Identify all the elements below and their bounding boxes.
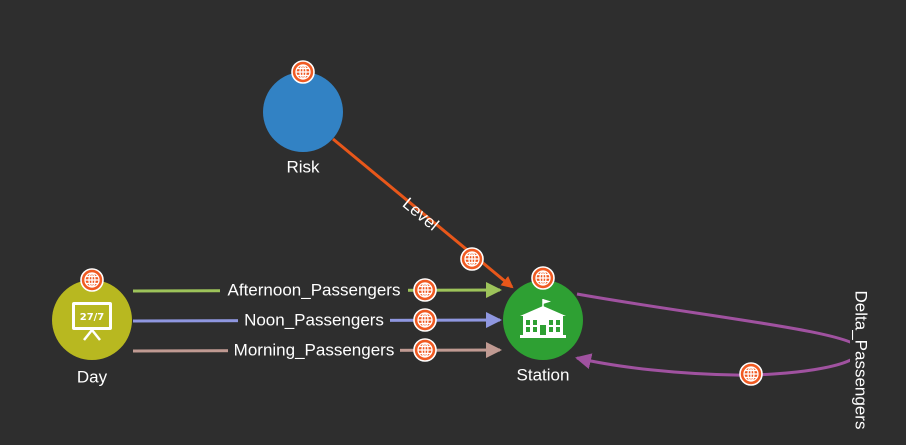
edge-morning-passengers-label: Morning_Passengers: [234, 340, 395, 359]
node-day[interactable]: 27/7 Day: [52, 268, 132, 386]
edge-delta-passengers-line[interactable]: [575, 292, 862, 377]
node-station[interactable]: Station: [503, 266, 583, 384]
edge-noon-passengers-label: Noon_Passengers: [244, 310, 384, 329]
edge-level-globe-icon[interactable]: [460, 247, 484, 271]
edge-afternoon-passengers-label: Afternoon_Passengers: [228, 280, 401, 299]
edge-noon-passengers[interactable]: Noon_Passengers: [132, 308, 502, 332]
edge-afternoon-passengers[interactable]: Afternoon_Passengers: [132, 278, 502, 302]
node-risk-globe-icon[interactable]: [291, 60, 315, 84]
calendar-board-text: 27/7: [80, 312, 105, 323]
edge-delta-passengers-globe-icon[interactable]: [739, 362, 763, 386]
edge-morning-passengers-globe-icon[interactable]: [413, 338, 437, 362]
node-station-label: Station: [517, 365, 570, 384]
edge-level[interactable]: Level: [332, 137, 514, 289]
node-station-globe-icon[interactable]: [531, 266, 555, 290]
edge-noon-passengers-globe-icon[interactable]: [413, 308, 437, 332]
edge-delta-passengers-label: Delta_Passengers: [852, 291, 871, 430]
node-risk-label: Risk: [286, 157, 320, 176]
node-day-label: Day: [77, 367, 108, 386]
edge-level-label: Level: [399, 194, 442, 235]
node-day-globe-icon[interactable]: [80, 268, 104, 292]
edge-delta-passengers[interactable]: Delta_Passengers: [575, 286, 872, 434]
edge-morning-passengers[interactable]: Morning_Passengers: [132, 338, 502, 362]
edge-afternoon-passengers-globe-icon[interactable]: [413, 278, 437, 302]
calendar-board-icon: 27/7: [72, 302, 112, 341]
node-risk-circle[interactable]: [263, 72, 343, 152]
building-icon: [520, 299, 566, 338]
node-risk[interactable]: Risk: [263, 60, 343, 176]
